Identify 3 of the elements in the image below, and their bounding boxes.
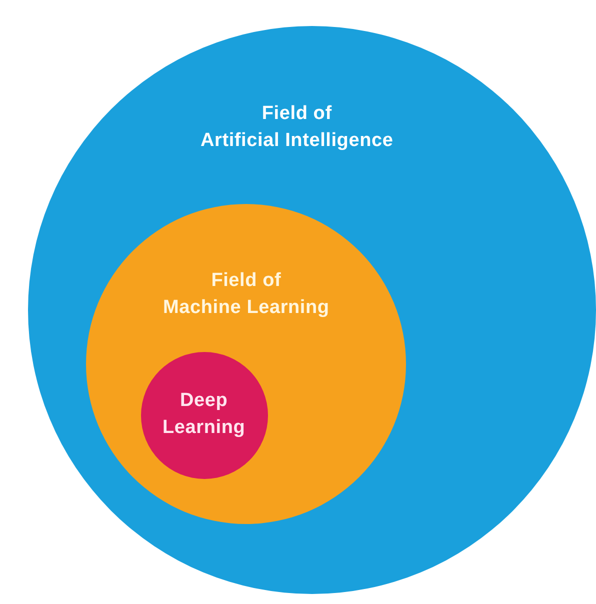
circle-label: Field of Artificial Intelligence [200, 102, 394, 153]
circle-label: Field of Machine Learning [163, 269, 330, 320]
circle-label: Deep Learning [162, 389, 246, 440]
